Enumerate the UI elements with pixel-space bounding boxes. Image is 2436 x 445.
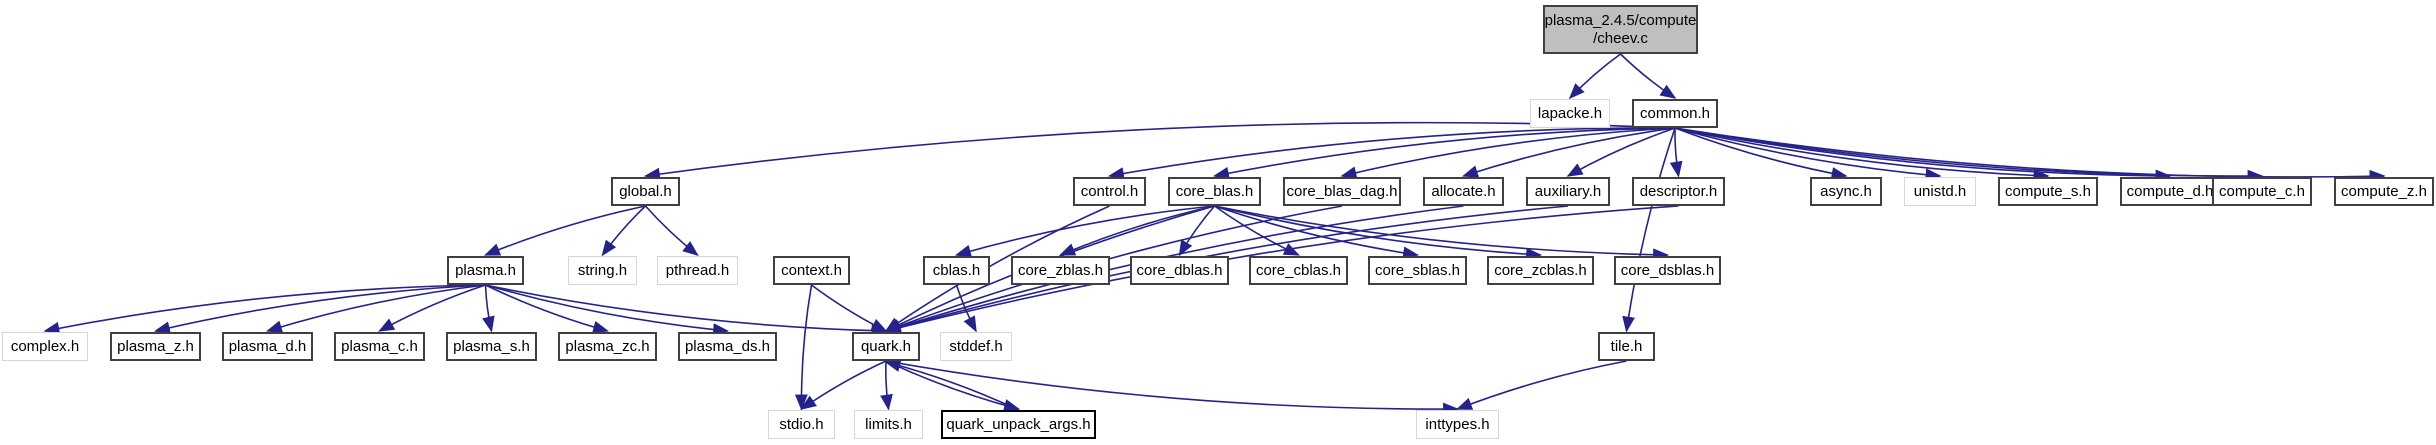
graph-edge-quark-to-stdio <box>800 360 887 410</box>
graph-node-lapacke[interactable]: lapacke.h <box>1530 99 1610 128</box>
graph-edge-common-to-async <box>1674 127 1848 180</box>
graph-node-compute_d[interactable]: compute_d.h <box>2120 177 2220 206</box>
graph-node-core_blas_dag[interactable]: core_blas_dag.h <box>1283 177 1401 206</box>
graph-edge-quark-to-inttypes <box>885 360 1460 416</box>
graph-edge-tile-to-inttypes <box>1456 360 1627 410</box>
graph-edge-common-to-control <box>1107 127 1676 180</box>
graph-node-common[interactable]: common.h <box>1632 99 1718 128</box>
graph-node-plasma_d[interactable]: plasma_d.h <box>222 332 313 361</box>
graph-node-core_zcblas[interactable]: core_zcblas.h <box>1487 256 1594 285</box>
graph-node-async[interactable]: async.h <box>1810 177 1882 206</box>
graph-edge-core_blas-to-core_zcblas <box>1214 205 1543 261</box>
graph-edge-plasma-to-plasma_c <box>378 284 486 332</box>
graph-edge-quark-to-quark_unpack_args <box>885 360 1021 412</box>
graph-edge-plasma-to-plasma_zc <box>485 284 610 334</box>
graph-node-auxiliary[interactable]: auxiliary.h <box>1526 177 1610 206</box>
graph-edge-common-to-tile <box>1622 127 1676 333</box>
graph-node-plasma_ds[interactable]: plasma_ds.h <box>678 332 777 361</box>
graph-node-context[interactable]: context.h <box>773 256 850 285</box>
graph-edge-plasma-to-plasma_d <box>265 284 486 333</box>
graph-edge-core_blas-to-core_cblas <box>1214 205 1300 256</box>
graph-edge-common-to-unistd <box>1674 127 1942 182</box>
graph-node-root[interactable]: plasma_2.4.5/compute /cheev.c <box>1543 5 1698 54</box>
graph-edge-plasma-to-plasma_z <box>153 284 486 334</box>
graph-edge-global-to-string <box>601 205 647 257</box>
graph-edge-core_blas-to-core_dblas <box>1178 205 1216 257</box>
graph-edge-cblas-to-stddef <box>955 284 977 333</box>
graph-edge-quark-to-limits <box>880 360 893 411</box>
graph-node-quark_unpack_args[interactable]: quark_unpack_args.h <box>941 410 1096 439</box>
graph-node-inttypes[interactable]: inttypes.h <box>1416 410 1499 439</box>
graph-node-complex[interactable]: complex.h <box>2 332 88 361</box>
graph-node-stddef[interactable]: stddef.h <box>940 332 1012 361</box>
graph-node-compute_c[interactable]: compute_c.h <box>2212 177 2312 206</box>
graph-edge-core_blas-to-cblas <box>954 205 1215 258</box>
graph-node-plasma_zc[interactable]: plasma_zc.h <box>558 332 657 361</box>
graph-node-quark[interactable]: quark.h <box>852 332 920 361</box>
graph-edge-common-to-compute_d <box>1674 127 2172 183</box>
graph-edge-core_blas-to-core_dsblas <box>1214 205 1670 262</box>
graph-node-control[interactable]: control.h <box>1073 177 1146 206</box>
graph-edge-common-to-compute_c <box>1674 127 2264 183</box>
graph-node-cblas[interactable]: cblas.h <box>923 256 990 285</box>
graph-edge-plasma-to-quark <box>485 284 888 338</box>
graph-node-core_dsblas[interactable]: core_dsblas.h <box>1614 256 1721 285</box>
graph-edge-plasma-to-complex <box>43 284 486 335</box>
graph-node-pthread[interactable]: pthread.h <box>657 256 738 285</box>
graph-edge-plasma-to-plasma_ds <box>485 284 730 336</box>
graph-node-unistd[interactable]: unistd.h <box>1904 177 1976 206</box>
graph-edge-root-to-common <box>1619 53 1677 99</box>
graph-edge-global-to-plasma <box>484 205 646 256</box>
graph-edge-common-to-global <box>643 121 1676 181</box>
graph-node-compute_s[interactable]: compute_s.h <box>1998 177 2098 206</box>
graph-edge-common-to-allocate <box>1461 127 1676 178</box>
graph-node-plasma_c[interactable]: plasma_c.h <box>334 332 425 361</box>
graph-node-core_sblas[interactable]: core_sblas.h <box>1368 256 1467 285</box>
graph-edge-common-to-descriptor <box>1669 127 1683 178</box>
graph-node-core_blas[interactable]: core_blas.h <box>1168 177 1261 206</box>
graph-node-core_dblas[interactable]: core_dblas.h <box>1130 256 1229 285</box>
graph-edge-plasma-to-plasma_s <box>482 284 495 333</box>
graph-node-allocate[interactable]: allocate.h <box>1423 177 1504 206</box>
graph-node-limits[interactable]: limits.h <box>854 410 923 439</box>
graph-node-compute_z[interactable]: compute_z.h <box>2334 177 2434 206</box>
graph-node-core_cblas[interactable]: core_cblas.h <box>1249 256 1348 285</box>
graph-edge-core_blas-to-core_zblas <box>1059 205 1215 256</box>
graph-edge-root-to-lapacke <box>1568 53 1621 100</box>
graph-edge-quark_unpack_args-to-quark <box>884 359 1019 411</box>
graph-node-global[interactable]: global.h <box>611 177 680 206</box>
graph-edge-global-to-pthread <box>644 205 699 256</box>
graph-edge-common-to-auxiliary <box>1566 127 1676 177</box>
graph-edge-core_blas-to-core_sblas <box>1214 205 1420 260</box>
graph-node-string[interactable]: string.h <box>568 256 637 285</box>
graph-node-plasma_z[interactable]: plasma_z.h <box>110 332 201 361</box>
graph-node-plasma_s[interactable]: plasma_s.h <box>446 332 537 361</box>
graph-edge-common-to-core_blas <box>1212 127 1676 180</box>
graph-edge-common-to-core_blas_dag <box>1340 127 1676 179</box>
graph-node-stdio[interactable]: stdio.h <box>768 410 835 439</box>
graph-edge-common-to-compute_z <box>1674 127 2386 183</box>
graph-edge-context-to-stdio <box>794 284 813 411</box>
graph-edge-context-to-quark <box>811 284 888 332</box>
graph-node-tile[interactable]: tile.h <box>1598 332 1655 361</box>
graph-node-descriptor[interactable]: descriptor.h <box>1632 177 1725 206</box>
graph-edge-common-to-compute_s <box>1674 127 2050 182</box>
graph-node-core_zblas[interactable]: core_zblas.h <box>1011 256 1110 285</box>
graph-node-plasma[interactable]: plasma.h <box>447 256 524 285</box>
